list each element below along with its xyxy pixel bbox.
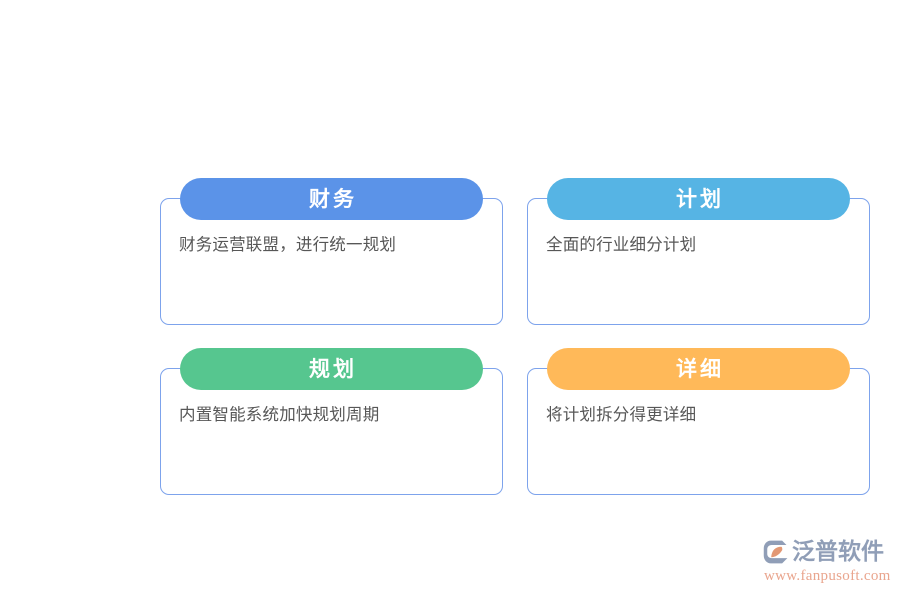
- card-description: 将计划拆分得更详细: [546, 406, 697, 424]
- feature-card-detail[interactable]: 将计划拆分得更详细 详细: [527, 348, 870, 495]
- watermark-url: www.fanpusoft.com: [764, 568, 891, 584]
- card-header-pill[interactable]: 详细: [547, 348, 850, 390]
- card-description: 财务运营联盟，进行统一规划: [179, 236, 397, 254]
- watermark-brand-row: 泛普软件: [762, 538, 884, 566]
- feature-card-finance[interactable]: 财务运营联盟，进行统一规划 财务: [160, 178, 503, 325]
- card-description: 全面的行业细分计划: [546, 236, 697, 254]
- watermark-brand-name: 泛普软件: [792, 538, 884, 565]
- feature-card-planning[interactable]: 内置智能系统加快规划周期 规划: [160, 348, 503, 495]
- card-title: 计划: [676, 187, 724, 211]
- card-title: 规划: [309, 357, 357, 381]
- feature-card-grid: 财务运营联盟，进行统一规划 财务 全面的行业细分计划 计划 内置智能系统加快规划…: [160, 178, 870, 498]
- card-header-pill[interactable]: 计划: [547, 178, 850, 220]
- brand-watermark: 泛普软件 www.fanpusoft.com: [762, 538, 894, 590]
- card-header-pill[interactable]: 财务: [180, 178, 483, 220]
- card-title: 详细: [676, 357, 724, 381]
- fanpu-logo-icon: [763, 540, 788, 564]
- card-title: 财务: [309, 187, 357, 211]
- feature-card-plan[interactable]: 全面的行业细分计划 计划: [527, 178, 870, 325]
- card-header-pill[interactable]: 规划: [180, 348, 483, 390]
- card-description: 内置智能系统加快规划周期: [179, 406, 380, 424]
